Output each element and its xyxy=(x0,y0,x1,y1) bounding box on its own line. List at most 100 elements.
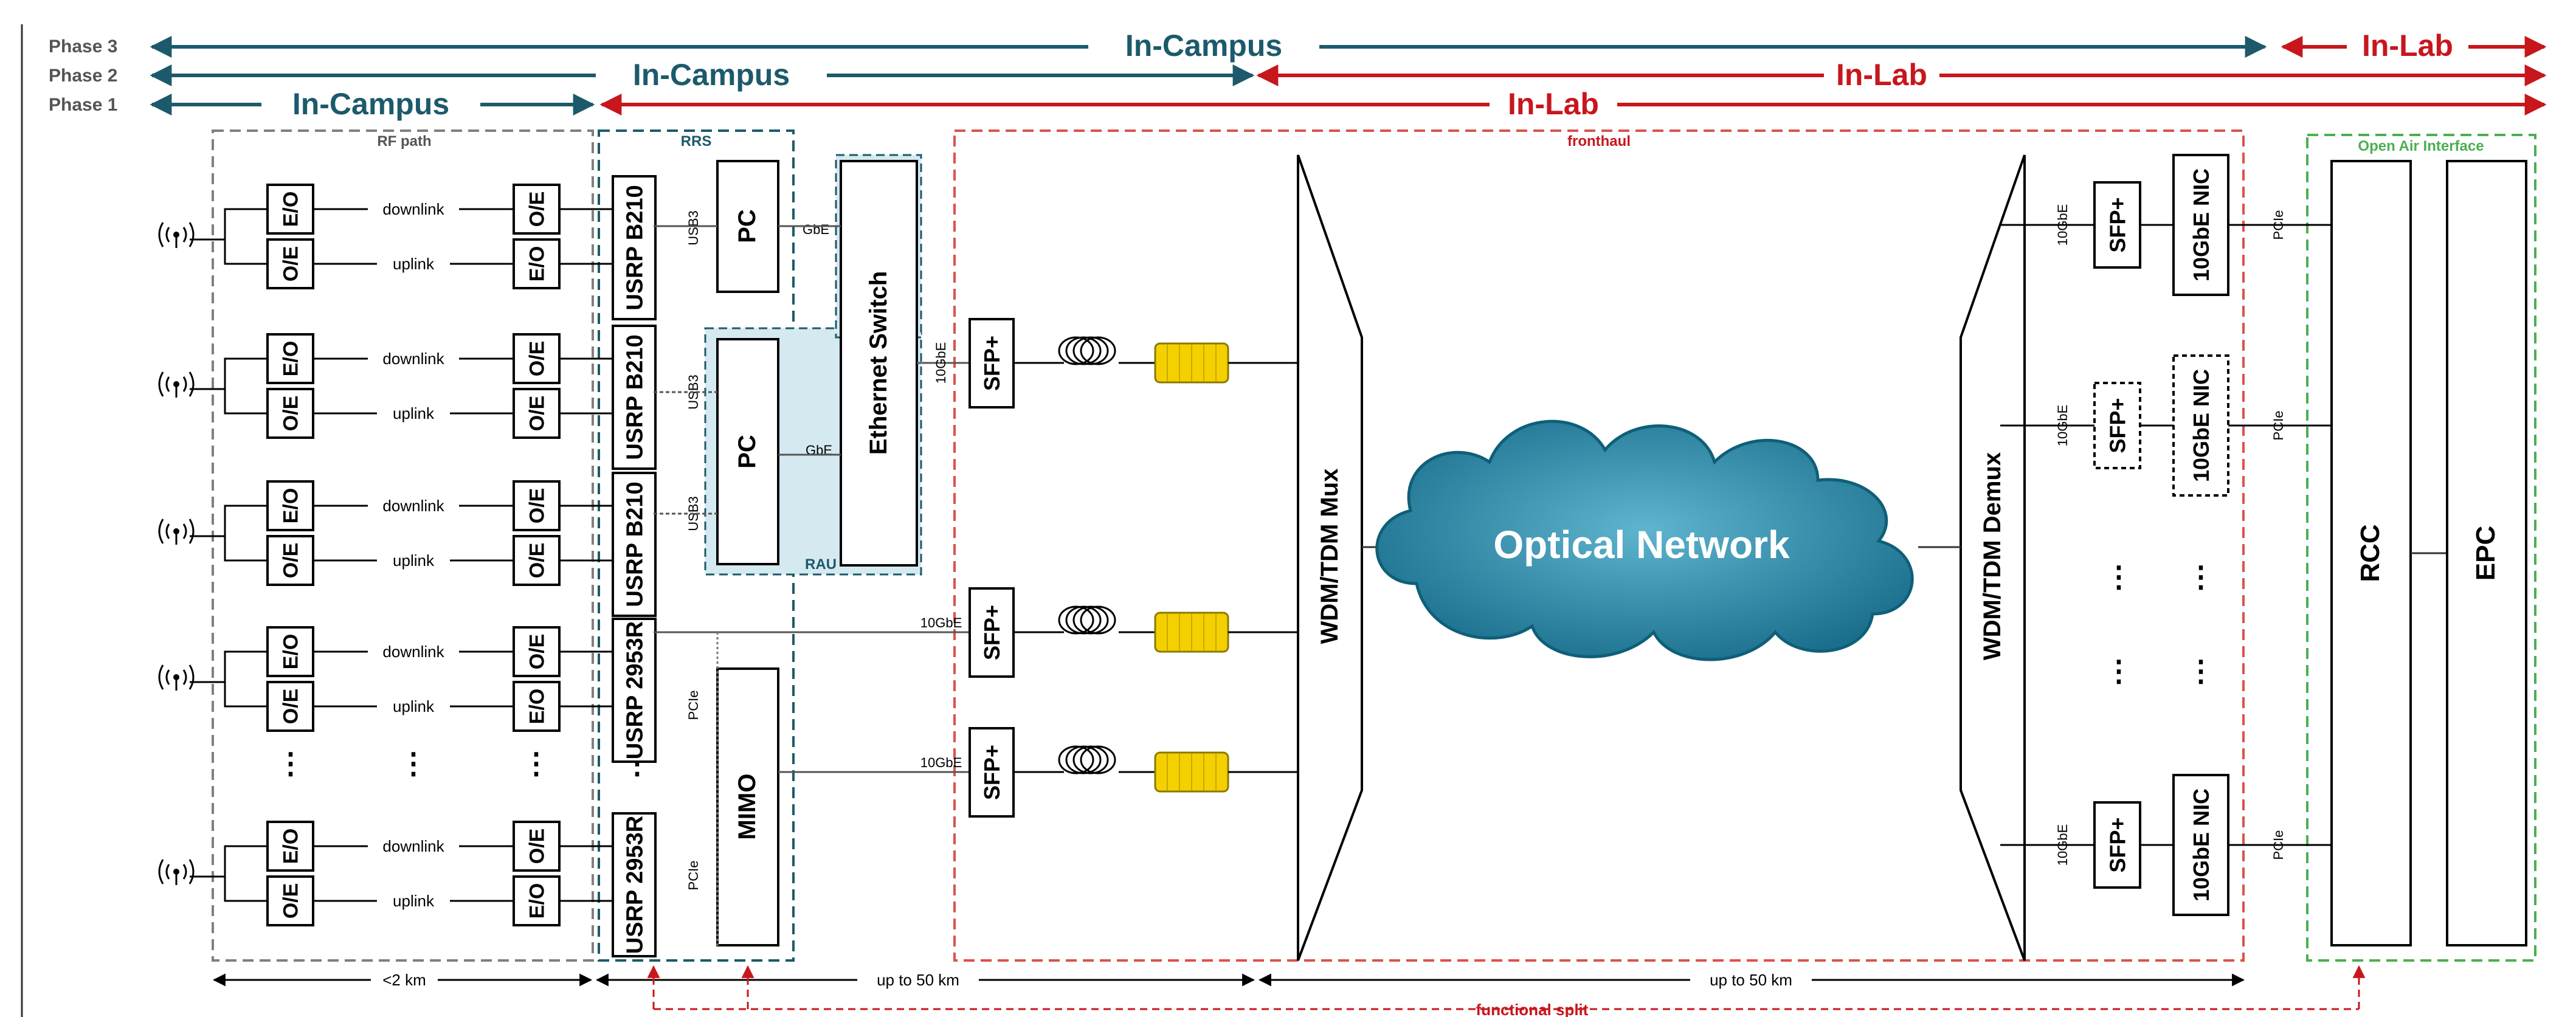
sfp-box-tx-2[interactable]: SFP+ xyxy=(969,587,1015,678)
fronthaul-links: SFP+ SFP+ SFP+ xyxy=(969,318,1362,818)
uplink-label: uplink xyxy=(393,697,435,715)
pcie-label-rx-3: PCIe xyxy=(2271,830,2286,860)
rf-eo-out-box[interactable]: E/O xyxy=(513,875,561,926)
fronthaul-region xyxy=(953,129,2245,962)
usrp-box-1[interactable]: USRP B210 xyxy=(612,175,657,320)
downlink-label: downlink xyxy=(382,350,444,368)
phase-1-row: Phase 1 In-Campus In-Lab xyxy=(49,87,2547,122)
sfp-box-tx-1[interactable]: SFP+ xyxy=(969,318,1015,409)
downlink-label: downlink xyxy=(382,837,444,855)
pcie-label-1: PCIe xyxy=(686,691,701,720)
rf-eo-out-box[interactable]: O/E xyxy=(513,388,561,439)
functional-split xyxy=(647,965,2366,1010)
rf-oe-out-box-label: O/E xyxy=(526,829,549,864)
rcc-box[interactable]: RCC xyxy=(2330,160,2412,946)
rrs-connections xyxy=(654,225,970,948)
right-ellipsis-nic-2: ⋮ xyxy=(2186,655,2215,688)
pc-label-2: PC xyxy=(734,435,761,469)
rf-eo-out-box[interactable]: O/E xyxy=(513,535,561,586)
rf-eo-box-label: E/O xyxy=(280,488,303,524)
phase-2-label: Phase 2 xyxy=(49,66,117,86)
rf-oe-out-box[interactable]: O/E xyxy=(513,333,561,384)
phase-1-campus-label: In-Campus xyxy=(292,87,449,121)
rf-eo-box[interactable]: E/O xyxy=(266,184,314,235)
usrp-box-4[interactable]: USRP 2953R xyxy=(612,618,657,763)
rf-eo-box[interactable]: E/O xyxy=(266,626,314,677)
pc-box-1[interactable]: PC xyxy=(716,160,779,293)
ten-gbe-label-rx-2: 10GbE xyxy=(2055,405,2070,447)
rf-eo-box-label: E/O xyxy=(280,829,303,864)
usrp-box-2-label: USRP B210 xyxy=(623,334,648,460)
rf-eo-out-box-label: E/O xyxy=(526,246,549,282)
rf-eo-out-box[interactable]: E/O xyxy=(513,681,561,732)
antenna-icon xyxy=(158,371,195,398)
phase-2-row: Phase 2 In-Campus In-Lab xyxy=(49,58,2547,92)
sfp-box-tx-3-label: SFP+ xyxy=(979,745,1004,800)
demux-label: WDM/TDM Demux xyxy=(1979,452,2006,660)
sfp-box-tx-3[interactable]: SFP+ xyxy=(969,727,1015,818)
usb3-label-1: USB3 xyxy=(686,210,701,245)
rf-eo-box-label: E/O xyxy=(280,191,303,227)
nic-box-1[interactable]: 10GbE NIC xyxy=(2172,154,2229,296)
rrs-label: RRS xyxy=(681,133,712,150)
uplink-label: uplink xyxy=(393,255,435,273)
pcie-label-rx-1: PCIe xyxy=(2271,210,2286,240)
ten-gbe-label-rx-3: 10GbE xyxy=(2055,824,2070,866)
mimo-box[interactable]: MIMO xyxy=(716,667,779,946)
rf-oe-out-box[interactable]: O/E xyxy=(513,821,561,872)
usrp-box-2[interactable]: USRP B210 xyxy=(612,325,657,470)
sfp-box-rx-1-label: SFP+ xyxy=(2105,197,2130,252)
ethernet-switch-box[interactable]: Ethernet Switch xyxy=(840,160,918,567)
pc-box-2[interactable]: PC xyxy=(716,338,779,565)
nic-box-2[interactable]: 10GbE NIC xyxy=(2172,354,2229,497)
rf-eo-out-box[interactable]: E/O xyxy=(513,238,561,289)
sfp-box-rx-2-label: SFP+ xyxy=(2105,398,2130,453)
epc-box[interactable]: EPC xyxy=(2446,160,2527,946)
sfp-box-tx-1-label: SFP+ xyxy=(979,336,1004,391)
right-ellipsis-sfp-2: ⋮ xyxy=(2104,655,2133,688)
rf-eo-out-box-label: O/E xyxy=(526,543,549,579)
usrp-box-5-label: USRP 2953R xyxy=(623,816,648,954)
rf-oe-out-box[interactable]: O/E xyxy=(513,626,561,677)
rf-oe-box[interactable]: O/E xyxy=(266,535,314,586)
usrp-box-1-label: USRP B210 xyxy=(623,185,648,310)
functional-split-label: functional split xyxy=(1476,1001,1589,1017)
distance-rrs: up to 50 km xyxy=(877,971,959,989)
phase-1-label: Phase 1 xyxy=(49,95,117,115)
rf-oe-box[interactable]: O/E xyxy=(266,238,314,289)
nic-box-2-label: 10GbE NIC xyxy=(2189,369,2214,482)
sfp-box-rx-3-label: SFP+ xyxy=(2105,817,2130,872)
distance-rf-path: <2 km xyxy=(382,971,426,989)
mimo-label: MIMO xyxy=(734,774,761,840)
ten-gbe-label-sfp3: 10GbE xyxy=(920,755,962,770)
usrp-box-5[interactable]: USRP 2953R xyxy=(612,812,657,957)
rf-eo-box-label: E/O xyxy=(280,634,303,670)
rf-eo-box[interactable]: E/O xyxy=(266,480,314,531)
rf-oe-out-box[interactable]: O/E xyxy=(513,184,561,235)
rf-eo-out-box-label: E/O xyxy=(526,883,549,919)
rf-eo-box[interactable]: E/O xyxy=(266,821,314,872)
ellipsis-row: ⋮ ⋮ ⋮ ⋮ xyxy=(276,748,652,780)
ten-gbe-label-sfp1: 10GbE xyxy=(933,342,948,384)
ellipsis-oe: ⋮ xyxy=(522,748,551,780)
sfp-box-rx-2[interactable]: SFP+ xyxy=(2093,382,2141,469)
usrp-box-3[interactable]: USRP B210 xyxy=(612,472,657,617)
wdm-tdm-mux[interactable]: WDM/TDM Mux xyxy=(1297,154,1363,961)
rf-oe-box[interactable]: O/E xyxy=(266,681,314,732)
rf-oe-out-box-label: O/E xyxy=(526,341,549,377)
sfp-box-rx-1[interactable]: SFP+ xyxy=(2093,181,2141,269)
phase-2-lab-label: In-Lab xyxy=(1836,58,1927,92)
rf-oe-box[interactable]: O/E xyxy=(266,875,314,926)
rf-eo-box[interactable]: E/O xyxy=(266,333,314,384)
nic-box-3[interactable]: 10GbE NIC xyxy=(2172,774,2229,916)
rf-oe-out-box[interactable]: O/E xyxy=(513,480,561,531)
wdm-tdm-demux[interactable]: WDM/TDM Demux xyxy=(1960,154,2026,961)
sfp-box-rx-3[interactable]: SFP+ xyxy=(2093,801,2141,889)
rf-oe-box[interactable]: O/E xyxy=(266,388,314,439)
rf-oe-box-label: O/E xyxy=(280,689,303,725)
receiver-rows: 10GbE SFP+ 10GbE NIC PCIe 10GbE SFP+ 10GbE NIC… xyxy=(2000,154,2332,916)
